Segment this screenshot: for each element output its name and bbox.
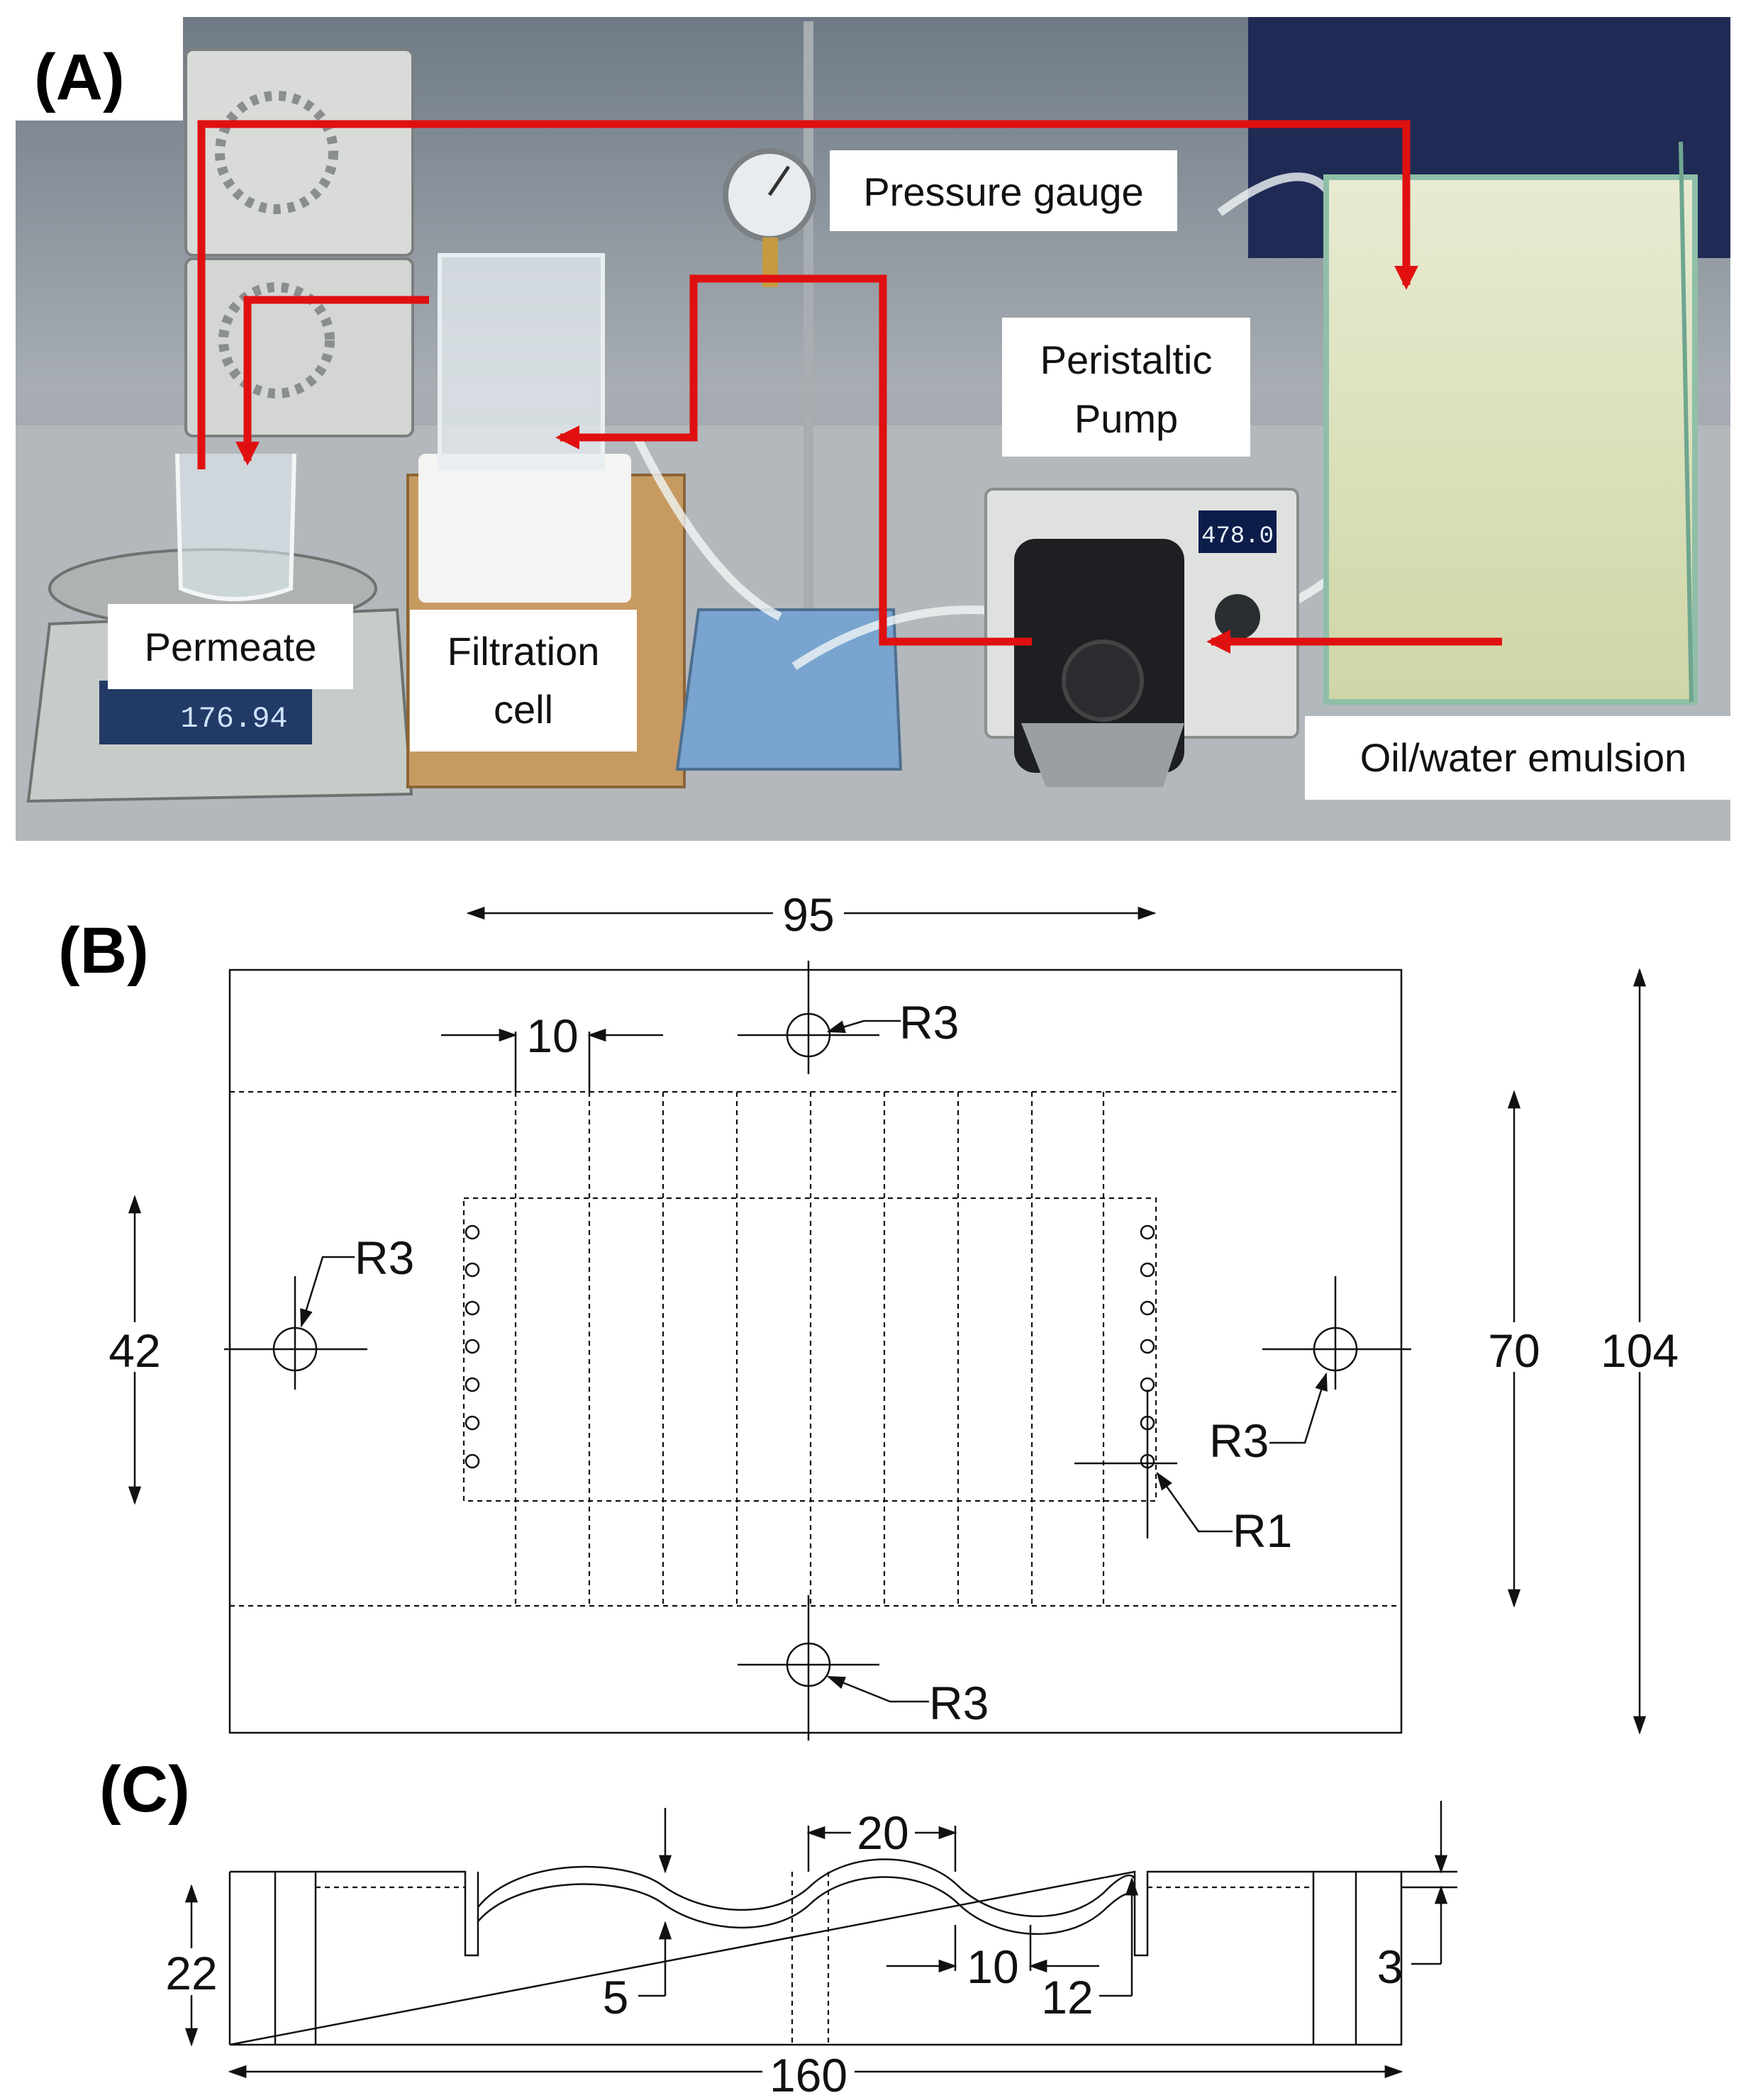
dim-20-bg [851,1808,915,1855]
r3-top-leader [826,1020,901,1033]
foam-block [418,454,631,603]
panel-c-label: (C) [99,1753,190,1826]
dim-95-text: 95 [782,888,834,941]
pressure-gauge-label-box [830,150,1177,231]
filtration-cell-label-box [410,610,637,752]
corrugated-channel-upper [477,1858,1136,1918]
panel-b-label: (B) [58,915,149,987]
pump-bracket [1021,723,1184,787]
filtration-cell-label-line1: Filtration [447,629,600,674]
pump-readout: 478.0 [1201,523,1274,550]
tank-edge [1679,141,1694,703]
flow-arrow-cell-to-beaker [235,296,429,466]
dim-5-text: 5 [603,1971,629,2023]
dim-42-bg [99,1322,170,1372]
balance-readout: 176.94 [180,702,287,736]
pump-label-box [1002,318,1250,457]
balance-display [99,681,312,744]
filtration-cell-label-line2: cell [494,687,553,732]
dim-20-text: 20 [857,1806,908,1859]
dim-22-text: 22 [165,1947,217,1999]
dim-70-bg [1479,1322,1550,1372]
section-outline [229,1870,1403,2046]
r3-top-text: R3 [899,996,959,1049]
bolt-hole-right [1262,1276,1411,1390]
panel-a-label-box [16,17,183,121]
r3-bottom-leader [826,1675,929,1703]
plate-outline [228,968,1403,1734]
flow-arrow-beaker-to-tank [197,120,1418,469]
bolt-hole-top [738,961,879,1074]
dim-104-bg [1592,1322,1687,1372]
r3-right-text: R3 [1209,1414,1269,1467]
panel-a: 176.94 478.0 P [16,17,1741,841]
dim-12-text: 12 [1041,1971,1093,2023]
emulsion-label: Oil/water emulsion [1360,735,1687,780]
dim-42-text: 42 [109,1324,160,1377]
pump-display [1199,510,1277,553]
dim-3-text: 3 [1377,1940,1403,1993]
permeate-label: Permeate [145,625,317,669]
bolt-hole-left [224,1276,367,1390]
r3-left-text: R3 [355,1231,414,1284]
membrane-window [462,1197,1157,1502]
corrugated-channel-lower [477,1876,1136,1936]
fan-grille-bottom [218,282,335,398]
dim-22-bg [162,1948,221,1995]
gauge-needle [767,165,791,196]
dim-10-text: 10 [526,1010,578,1062]
dim-10c-text: 10 [967,1940,1018,1993]
power-supply-top [184,48,414,257]
r1-leader [1156,1471,1233,1533]
r3-bottom-text: R3 [929,1677,989,1729]
r1-hole-crosshair [1074,1390,1177,1538]
stand-base [675,608,903,771]
r1-text: R1 [1233,1504,1292,1557]
r3-right-leader [1269,1372,1328,1444]
pump-knob [1215,594,1260,640]
pump-label-line1: Peristaltic [1040,337,1213,382]
bolt-hole-bottom [738,1595,879,1741]
small-holes-left [465,1224,480,1469]
emulsion-label-box [1305,716,1741,800]
permeate-label-box [108,604,353,689]
emulsion-tank [1323,174,1698,705]
flow-arrow-pump-to-gauge [555,274,1032,646]
fan-grille-top [215,91,338,214]
dim-95-bg [773,886,844,936]
dim-160-bg [762,2048,855,2097]
panel-b: (B) [58,886,1687,1741]
dim-70-text: 70 [1488,1324,1540,1377]
panel-c: (C) 20 22 5 10 [99,1753,1457,2100]
channel-slots [514,1092,1105,1606]
panel-a-label: (A) [34,41,125,113]
pump-label-line2: Pump [1074,396,1178,441]
dim-160-text: 160 [769,2049,847,2100]
pressure-gauge-label: Pressure gauge [863,169,1143,214]
r3-left-leader [300,1256,355,1328]
pump-roller [1062,640,1144,722]
permeate-beaker [175,453,296,601]
dim-104-text: 104 [1601,1324,1679,1377]
